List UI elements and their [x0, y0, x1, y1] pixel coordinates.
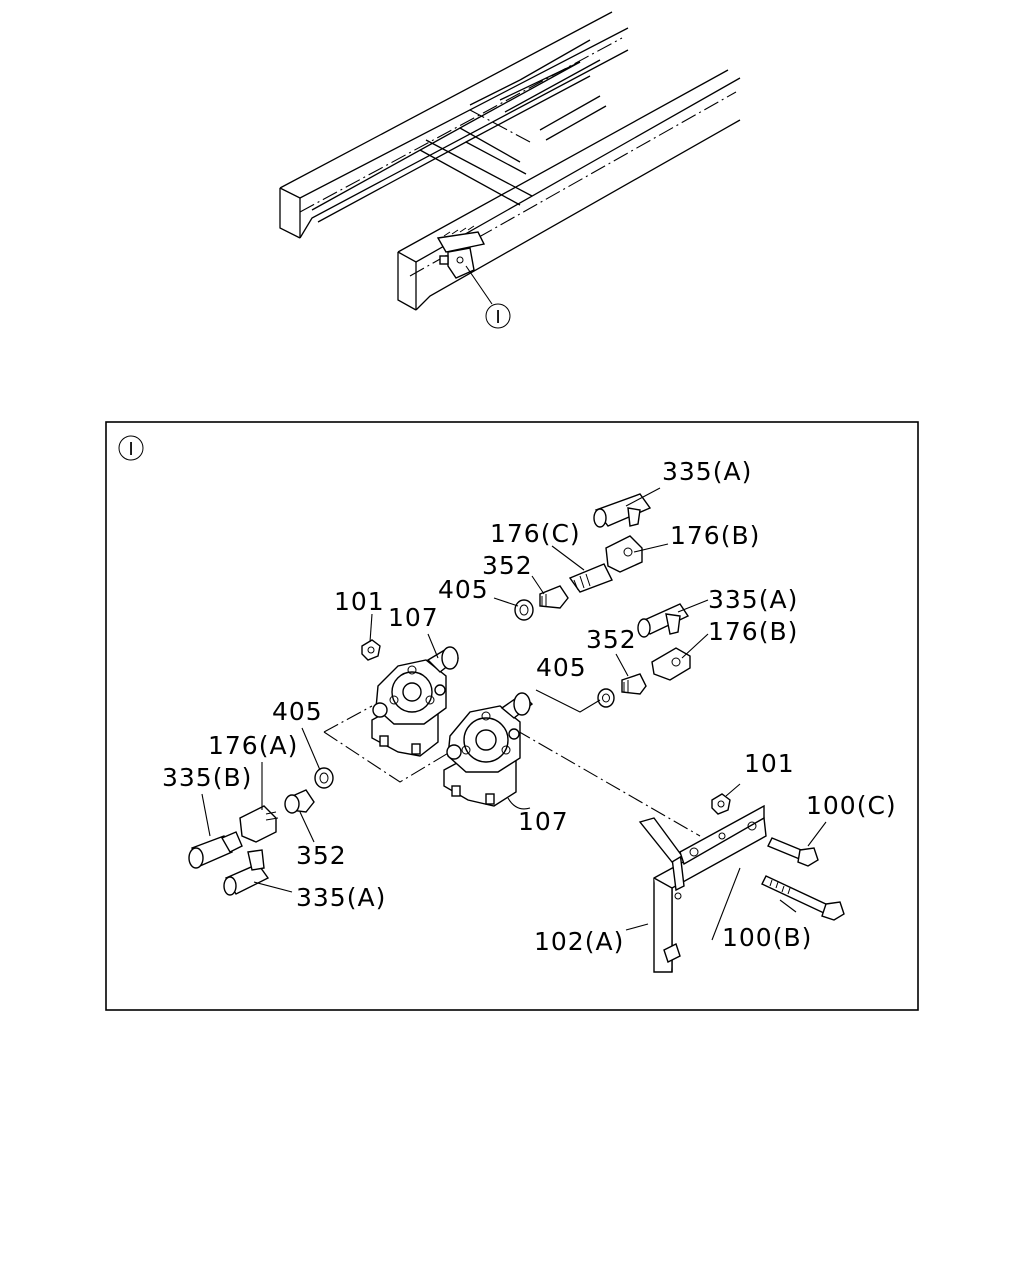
label-107-top: 107	[388, 603, 439, 632]
overview-callout-label: I	[495, 307, 500, 328]
label-176b-top: 176(B)	[670, 521, 760, 550]
label-352-top: 352	[482, 551, 533, 580]
label-107-low: 107	[518, 807, 569, 836]
label-176c: 176(C)	[490, 519, 581, 548]
elbow-176a	[239, 805, 279, 843]
label-352-mid: 352	[586, 625, 637, 654]
bolt-100c	[767, 837, 819, 867]
part-labels: 335(A) 176(C) 176(B) 352 405 101 107 335…	[162, 457, 897, 956]
label-100b: 100(B)	[722, 923, 812, 952]
label-335b: 335(B)	[162, 763, 252, 792]
washer-405-upper	[514, 599, 534, 621]
plug-352-upper	[539, 585, 569, 609]
relay-valve-107-lower	[443, 692, 534, 807]
detail-callout-label: I	[128, 439, 133, 460]
overview-callout-circle	[485, 303, 511, 329]
bolt-100b	[761, 875, 845, 921]
frame-cross-members	[311, 39, 607, 223]
plug-352-low	[284, 789, 315, 814]
elbow-176b-top	[605, 535, 643, 573]
detail-view-frame: I	[105, 421, 919, 1011]
elbow-335a-low	[223, 849, 270, 896]
washer-405-mid	[597, 688, 615, 708]
label-335a-top: 335(A)	[662, 457, 752, 486]
assembly-center-lines	[323, 705, 701, 837]
label-405-top: 405	[438, 575, 489, 604]
elbow-335a-top	[593, 493, 652, 528]
label-101-right: 101	[744, 749, 795, 778]
label-335a-mid: 335(A)	[708, 585, 798, 614]
label-405-left: 405	[272, 697, 323, 726]
frame-rail-right	[397, 69, 741, 311]
label-352-low: 352	[296, 841, 347, 870]
nut-101-right	[711, 793, 731, 815]
bracket-102a	[638, 804, 767, 973]
leader-lines	[201, 487, 827, 941]
label-100c: 100(C)	[806, 791, 897, 820]
nut-101-left	[361, 639, 381, 661]
chassis-frame-overview: I	[279, 11, 741, 329]
label-176a: 176(A)	[208, 731, 298, 760]
label-101-left: 101	[334, 587, 385, 616]
fitting-335b	[188, 831, 243, 869]
detail-callout-circle	[118, 435, 144, 461]
frame-rail-left	[279, 11, 629, 239]
plug-352-mid	[621, 673, 647, 695]
label-335a-low: 335(A)	[296, 883, 386, 912]
label-102a: 102(A)	[534, 927, 624, 956]
elbow-176b-mid	[651, 647, 691, 681]
label-405-mid: 405	[536, 653, 587, 682]
washer-405-left	[314, 767, 334, 789]
elbow-335a-mid	[637, 603, 690, 638]
connector-176c	[568, 563, 613, 593]
relay-valve-107-upper	[371, 646, 460, 757]
valve-assembly-overview	[436, 225, 486, 279]
label-176b-mid: 176(B)	[708, 617, 798, 646]
overview-callout-leader	[465, 265, 493, 305]
